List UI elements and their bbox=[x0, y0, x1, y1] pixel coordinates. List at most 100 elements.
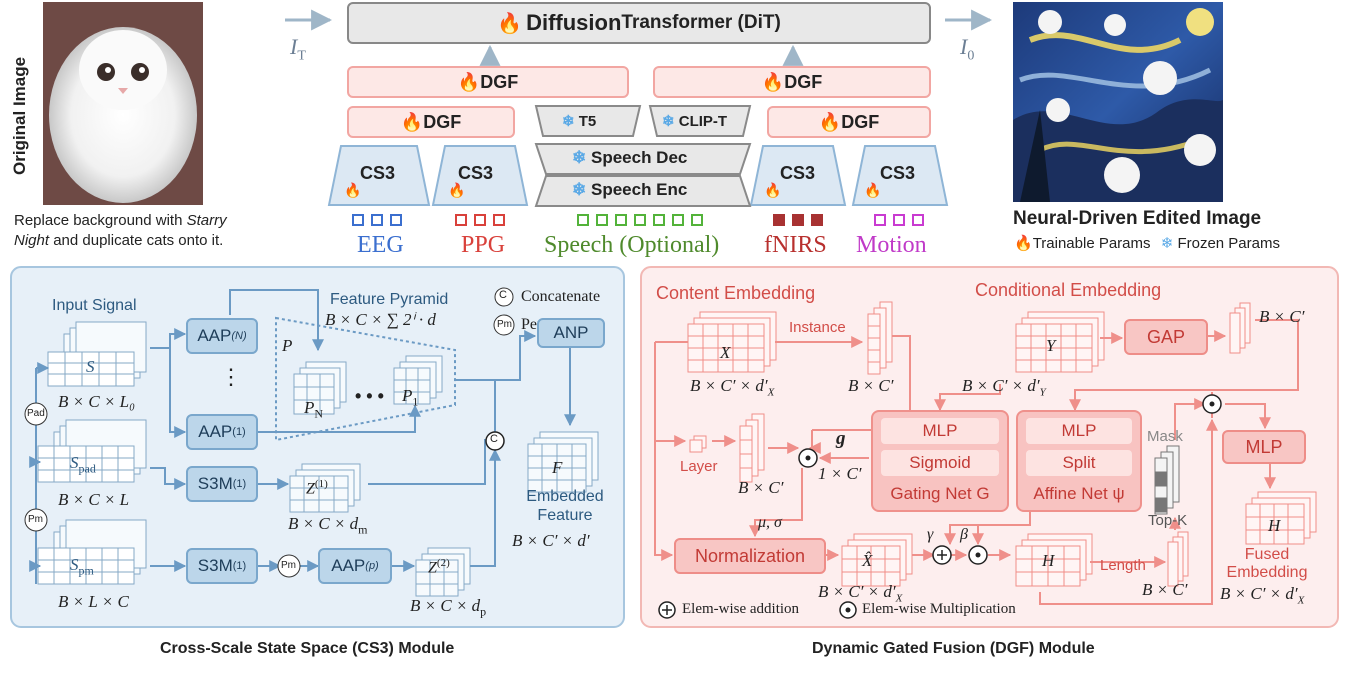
cs3-ppg-trapezoid bbox=[431, 145, 529, 206]
concat-node bbox=[485, 431, 505, 451]
edited-image-label: Neural-Driven Edited Image bbox=[1013, 208, 1262, 229]
fused-dim: B × C′ × d′X bbox=[1220, 584, 1305, 607]
output-latent-label: I0 bbox=[960, 34, 975, 64]
pyramid-ellipsis: • • • bbox=[355, 386, 384, 406]
mu-sigma-label: μ, σ bbox=[758, 514, 782, 531]
topk-label: Top-K bbox=[1148, 512, 1188, 529]
fire-icon: 🔥 bbox=[1014, 235, 1033, 252]
aap-ellipsis: ⋮ bbox=[220, 364, 242, 389]
signal-cube-s bbox=[47, 321, 147, 387]
original-cat-image bbox=[43, 2, 203, 205]
modality-speech: Speech (Optional) bbox=[544, 232, 720, 258]
pyramid-cube-p1 bbox=[393, 355, 443, 405]
permute-left-text: Pm bbox=[28, 514, 43, 525]
y-cube bbox=[1015, 311, 1105, 373]
z2-cube bbox=[415, 547, 471, 597]
layer-cube bbox=[689, 435, 707, 453]
spm-dim: B × L × C bbox=[58, 592, 129, 611]
g-dim: 1 × C′ bbox=[818, 464, 862, 483]
permute-node-left bbox=[24, 508, 48, 532]
fused-h-cube bbox=[1245, 491, 1317, 545]
signal-cube-spm bbox=[37, 519, 147, 585]
gating-net-panel: MLP Sigmoid Gating Net G bbox=[871, 410, 1009, 512]
content-embedding-label: Content Embedding bbox=[656, 283, 816, 303]
mask-label: Mask bbox=[1147, 428, 1183, 445]
clipt-trapezoid bbox=[648, 105, 752, 137]
s3m-block-bottom: S3M(1) bbox=[186, 548, 258, 584]
aap-n-block: AAP(N) bbox=[186, 318, 258, 354]
permute-mid-text: Pm bbox=[281, 560, 296, 571]
xhat-label: X̂ bbox=[862, 551, 873, 570]
feature-pyramid-dim: B × C × ∑ 2ⁱ · d bbox=[325, 310, 436, 329]
dgf-box-top-left: 🔥DGF bbox=[347, 66, 629, 98]
f-dim: B × C′ × d′ bbox=[512, 531, 590, 550]
permute-node-mid bbox=[277, 554, 301, 578]
feature-pyramid-box bbox=[275, 316, 456, 442]
fire-icon: 🔥 bbox=[761, 71, 785, 92]
snowflake-icon: ❄ bbox=[572, 148, 587, 167]
spad-label: Spad bbox=[70, 453, 96, 476]
instance-vector bbox=[867, 301, 893, 375]
f-cube bbox=[527, 431, 599, 493]
cs3-module-panel bbox=[10, 266, 625, 628]
z2-label: Z(2) bbox=[428, 557, 450, 577]
dgf-box-eeg-ppg: 🔥DGF bbox=[347, 106, 515, 138]
g-label: g bbox=[836, 428, 846, 449]
speech-enc-label: ❄ Speech Enc bbox=[572, 180, 688, 199]
signal-cube-spad bbox=[37, 419, 147, 483]
fusion-mlp-block: MLP bbox=[1222, 430, 1306, 464]
fused-embedding-label: Fused Embedding bbox=[1226, 546, 1308, 581]
spad-dim: B × C × L bbox=[58, 490, 130, 509]
cs3-motion-label: CS3 bbox=[880, 163, 916, 183]
gap-block: GAP bbox=[1124, 319, 1208, 355]
clipt-label: ❄ CLIP-T bbox=[662, 113, 728, 130]
aap-1-block: AAP(1) bbox=[186, 414, 258, 450]
t5-trapezoid bbox=[534, 105, 642, 137]
cs3-motion-trapezoid bbox=[851, 145, 949, 206]
speech-enc-trapezoid bbox=[534, 175, 752, 207]
s3m-block-top: S3M(1) bbox=[186, 466, 258, 502]
dgf-box-top-right: 🔥DGF bbox=[653, 66, 931, 98]
cs3-ppg-label: CS3 bbox=[458, 163, 494, 183]
dgf-caption: Dynamic Gated Fusion (DGF) Module bbox=[812, 640, 1095, 657]
cs3-fnirs-label: CS3 bbox=[780, 163, 816, 183]
y-dim: B × C′ × d′Y bbox=[962, 376, 1046, 399]
dit-box: 🔥 Diffusion Transformer (DiT) bbox=[347, 2, 931, 44]
z1-dim: B × C × dm bbox=[288, 514, 368, 537]
gamma-label: γ bbox=[927, 526, 934, 543]
xhat-cube bbox=[841, 533, 913, 587]
legend-elem-mul: Elem-wise Multiplication bbox=[862, 601, 1016, 617]
instance-label: Instance bbox=[789, 319, 846, 336]
speech-squares bbox=[577, 213, 710, 231]
spm-label: Spm bbox=[70, 555, 94, 578]
fire-icon: 🔥 bbox=[818, 111, 842, 132]
h-label: H bbox=[1042, 551, 1055, 570]
pad-node bbox=[24, 402, 48, 426]
eeg-squares bbox=[352, 213, 409, 231]
fire-icon: 🔥 bbox=[400, 111, 424, 132]
legend-params: 🔥Trainable Params ❄ Frozen Params bbox=[1014, 235, 1280, 252]
length-vector bbox=[1167, 531, 1189, 587]
z1-cube bbox=[289, 463, 361, 513]
mask-vector bbox=[1154, 445, 1180, 515]
cs3-eeg-label: CS3 bbox=[360, 163, 396, 183]
modality-motion: Motion bbox=[856, 232, 927, 258]
concat-symbol-text: C bbox=[499, 289, 507, 301]
x-dim: B × C′ × d′X bbox=[690, 376, 775, 399]
gating-mlp: MLP bbox=[881, 418, 999, 444]
permute-symbol-text: Pm bbox=[497, 319, 512, 330]
snowflake-icon: ❄ bbox=[1160, 235, 1174, 252]
legend-elem-add: Elem-wise addition bbox=[682, 601, 800, 617]
fnirs-squares bbox=[773, 213, 830, 231]
z1-label: Z(1) bbox=[306, 478, 328, 498]
conditional-embedding-label: Conditional Embedding bbox=[975, 280, 1162, 300]
fire-icon: 🔥 bbox=[457, 71, 481, 92]
fused-h-label: H bbox=[1268, 516, 1281, 535]
x-cube bbox=[687, 311, 777, 373]
concat-node-text: C bbox=[490, 433, 498, 445]
affine-mlp: MLP bbox=[1026, 418, 1132, 444]
h-cube bbox=[1015, 533, 1093, 587]
legend-concat-symbol bbox=[494, 287, 514, 307]
snowflake-icon: ❄ bbox=[572, 180, 587, 199]
legend-permute-symbol bbox=[493, 314, 515, 336]
